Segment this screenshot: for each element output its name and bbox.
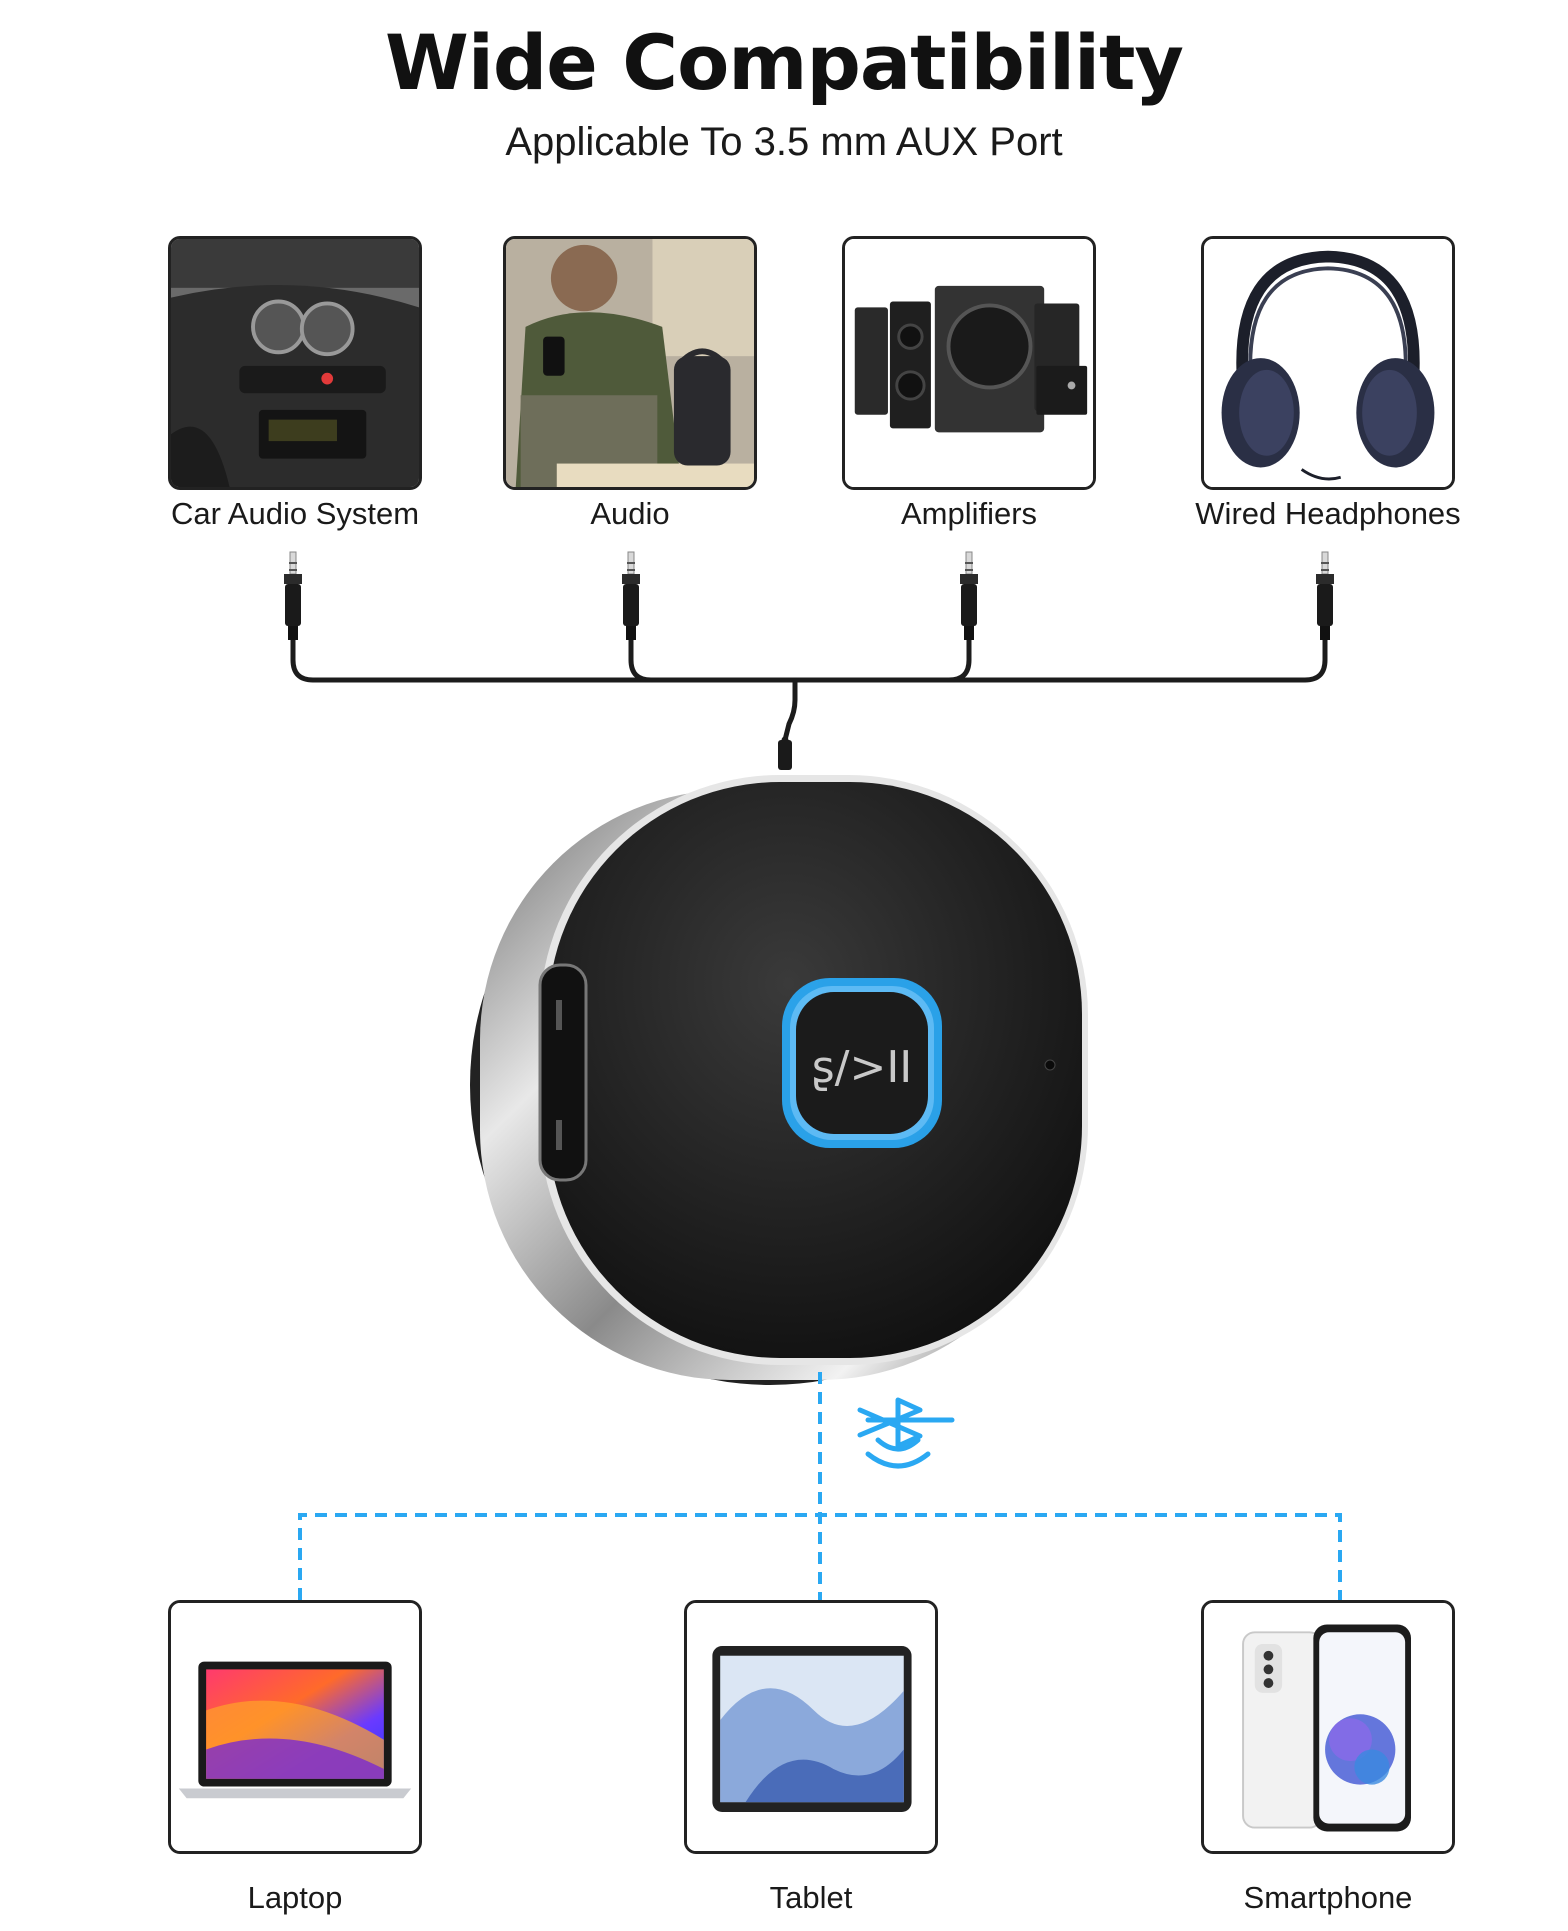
- bluetooth-receiver-device: ʂ/>II: [470, 775, 1088, 1385]
- label-amplifiers: Amplifiers: [900, 496, 1038, 531]
- label-tablet: Tablet: [769, 1880, 853, 1915]
- card-headphones: [1201, 236, 1455, 490]
- car-dashboard-image: [171, 239, 419, 487]
- headphones-image: [1204, 239, 1452, 487]
- bluetooth-icon: [857, 1397, 955, 1469]
- aux-plug-2: [621, 551, 641, 641]
- multifunction-button: [796, 992, 928, 1134]
- side-volume-button: [538, 963, 588, 1182]
- speaker-lifestyle-image: [506, 239, 754, 487]
- led-indicator: [1044, 1059, 1056, 1071]
- card-laptop: [168, 1600, 422, 1854]
- aux-plug-3: [959, 551, 979, 641]
- label-headphones: Wired Headphones: [1195, 496, 1461, 531]
- laptop-image: [171, 1603, 419, 1851]
- aux-cable: [290, 637, 1328, 766]
- aux-plug-1: [283, 551, 303, 641]
- card-car-audio: [168, 236, 422, 490]
- page-subtitle: Applicable To 3.5 mm AUX Port: [505, 120, 1063, 164]
- play-pause-glyph: ʂ/>II: [812, 1042, 913, 1093]
- aux-plug-4: [1315, 551, 1335, 641]
- label-car-audio: Car Audio System: [170, 496, 420, 531]
- page-title: Wide Compatibility: [385, 18, 1184, 107]
- smartphone-image: [1204, 1603, 1452, 1851]
- device-cable-boot: [778, 740, 792, 770]
- label-audio: Audio: [590, 496, 670, 531]
- card-smartphone: [1201, 1600, 1455, 1854]
- label-laptop: Laptop: [247, 1880, 343, 1915]
- tablet-image: [687, 1603, 935, 1851]
- bluetooth-links: [298, 1372, 1342, 1605]
- amplifier-speakers-image: [845, 239, 1093, 487]
- card-amplifiers: [842, 236, 1096, 490]
- label-smartphone: Smartphone: [1243, 1880, 1413, 1915]
- card-tablet: [684, 1600, 938, 1854]
- card-audio: [503, 236, 757, 490]
